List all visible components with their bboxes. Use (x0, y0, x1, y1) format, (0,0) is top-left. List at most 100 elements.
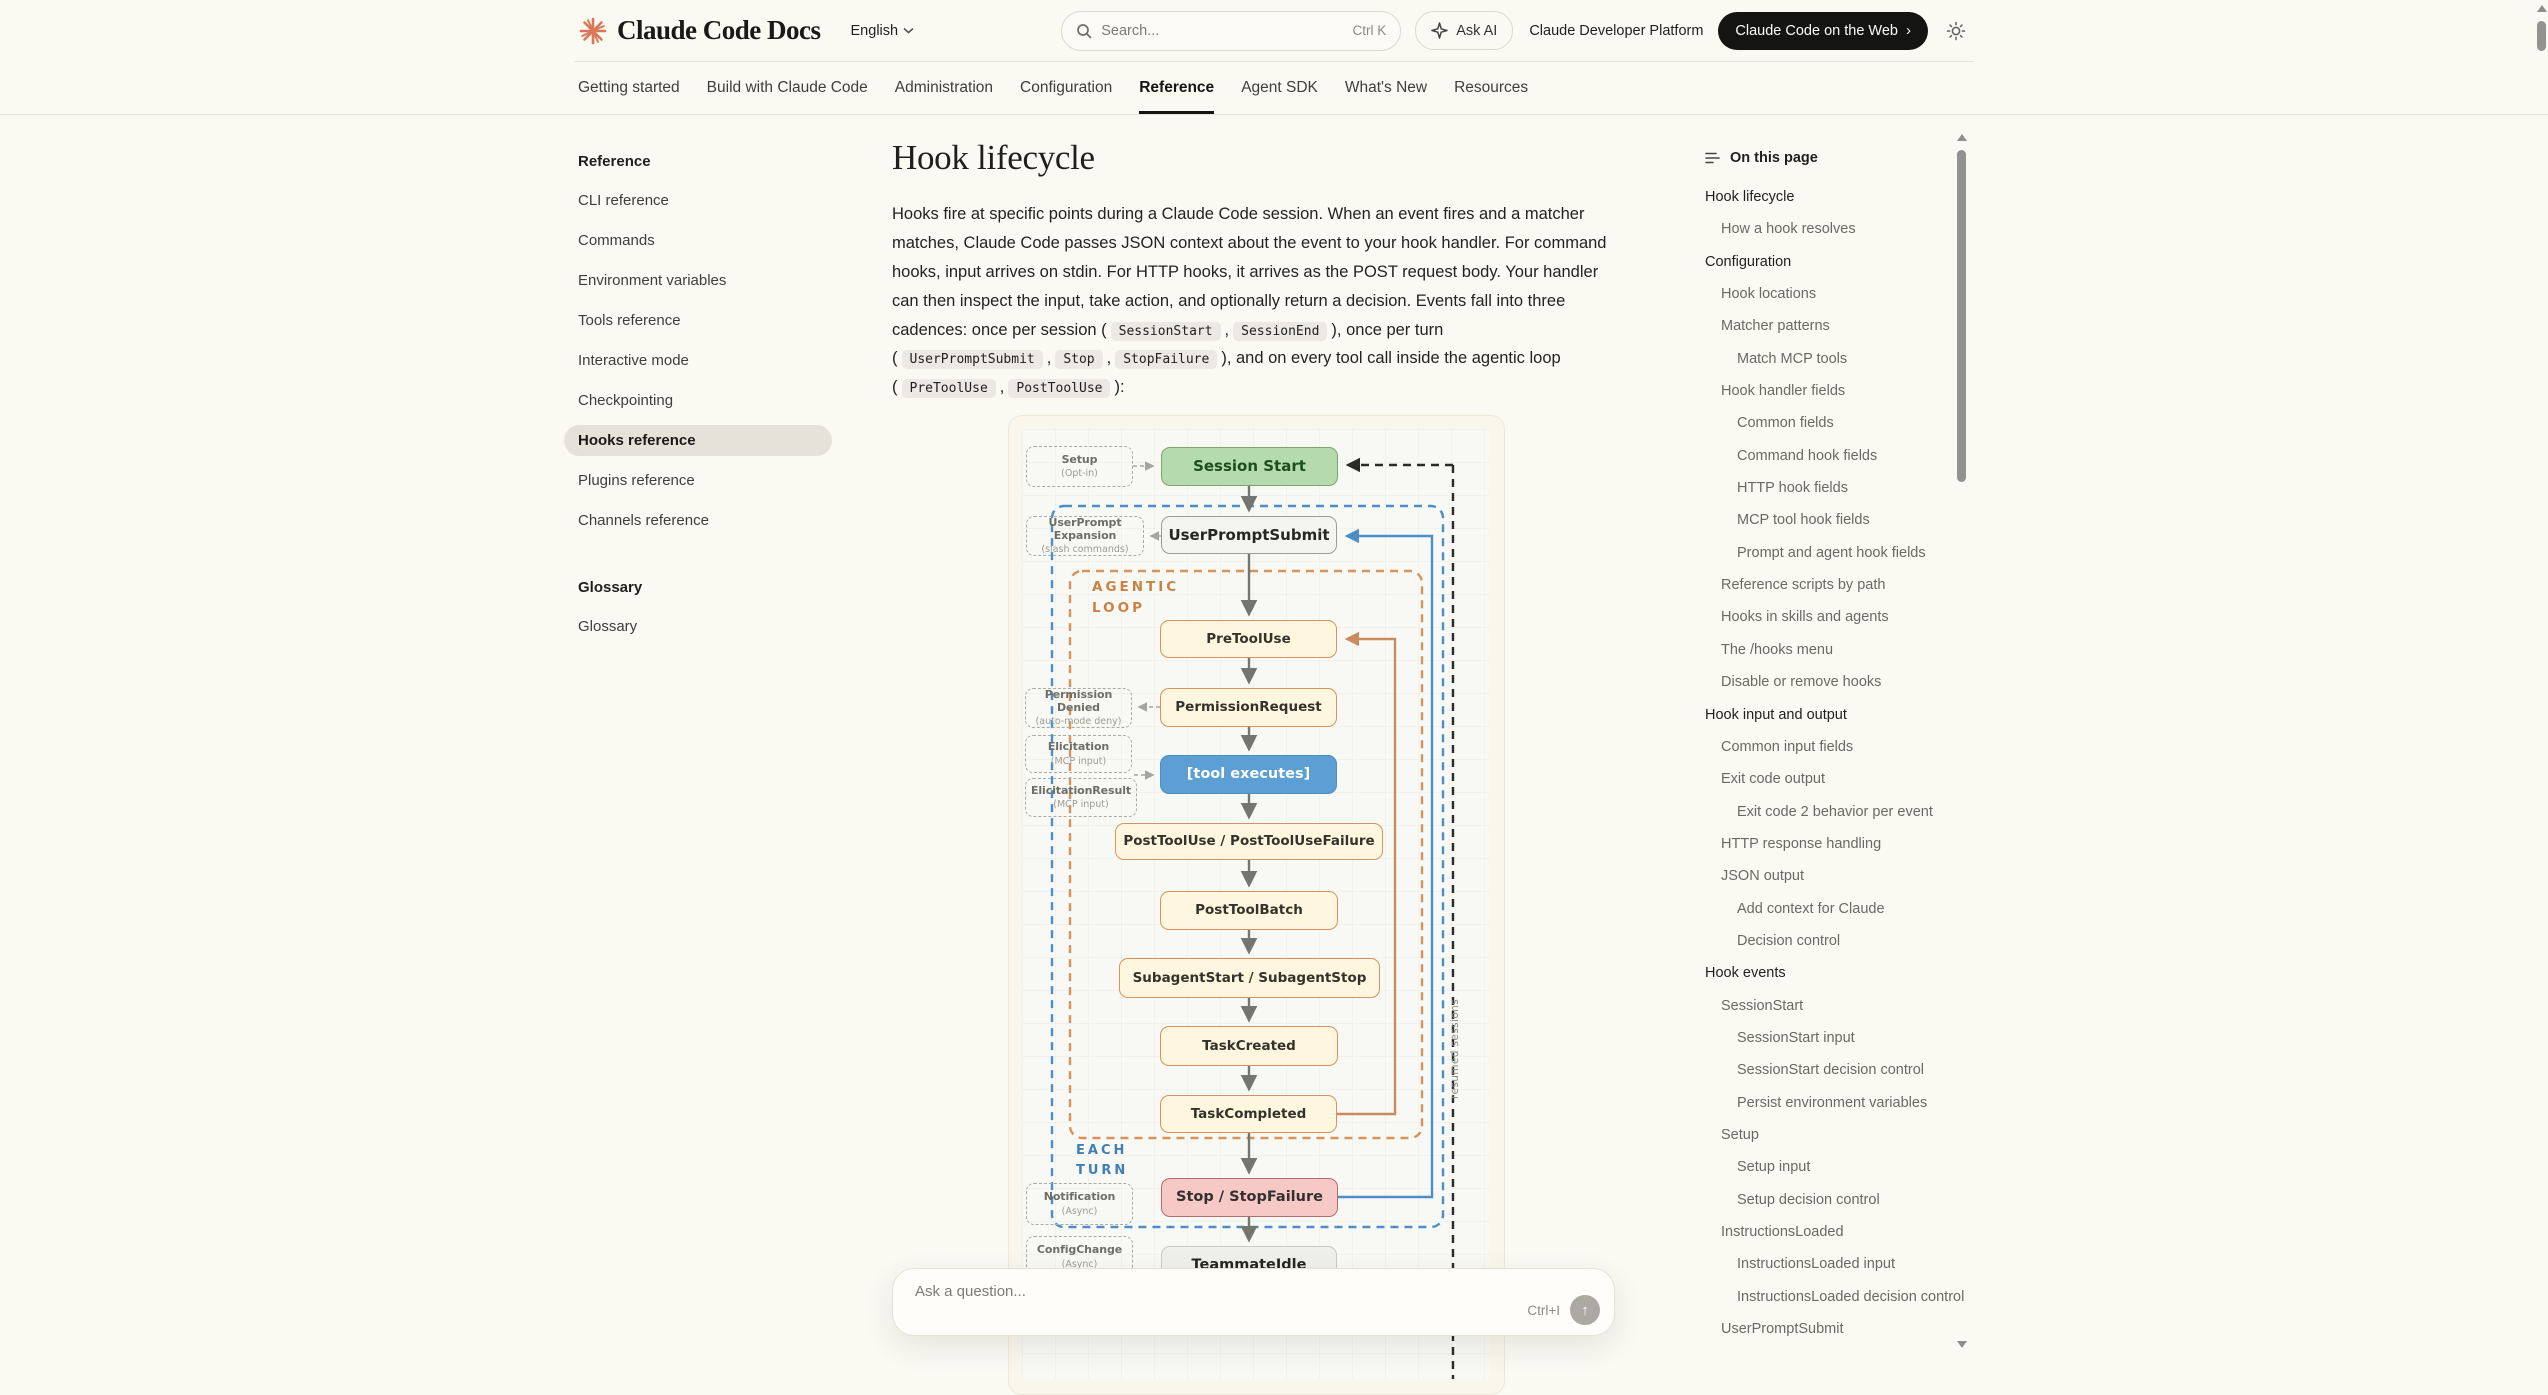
sidebar-item-channels-reference[interactable]: Channels reference (578, 512, 709, 529)
sun-icon (1946, 21, 1966, 41)
inline-code: UserPromptSubmit (901, 350, 1043, 370)
toc-item-common-fields[interactable]: Common fields (1737, 415, 1834, 432)
toc-item-configuration[interactable]: Configuration (1705, 253, 1792, 270)
window-scrollbar[interactable] (2537, 0, 2547, 1356)
sidebar-item-environment-variables[interactable]: Environment variables (578, 272, 727, 289)
language-label: English (850, 22, 899, 39)
toc-item-the-hooks-menu[interactable]: The /hooks menu (1721, 641, 1834, 658)
toc-item-exit-code-2-behavior-per-event[interactable]: Exit code 2 behavior per event (1737, 803, 1933, 820)
diagram-node-permission-request: PermissionRequest (1160, 688, 1337, 727)
toc-item-instructionsloaded[interactable]: InstructionsLoaded (1721, 1224, 1844, 1240)
language-selector[interactable]: English (851, 23, 915, 39)
header: Claude Code Docs English Search... Ctrl … (574, 0, 1974, 62)
toc-item-disable-or-remove-hooks[interactable]: Disable or remove hooks (1721, 674, 1882, 691)
toc-item-common-input-fields[interactable]: Common input fields (1721, 738, 1854, 755)
nav-tab-reference[interactable]: Reference (1139, 62, 1215, 114)
sidebar-heading: Glossary (578, 579, 643, 596)
content-scrollbar-thumb[interactable] (1957, 150, 1966, 482)
toc-item-command-hook-fields[interactable]: Command hook fields (1737, 447, 1878, 464)
developer-platform-link[interactable]: Claude Developer Platform (1529, 22, 1704, 39)
ask-shortcut: Ctrl+I (1527, 1302, 1560, 1318)
scroll-down-arrow[interactable] (1957, 1341, 1967, 1348)
nav-tab-agent-sdk[interactable]: Agent SDK (1241, 78, 1318, 96)
search-placeholder: Search... (1101, 22, 1160, 39)
toc-item-prompt-and-agent-hook-fields[interactable]: Prompt and agent hook fields (1737, 544, 1926, 561)
toc-item-exit-code-output[interactable]: Exit code output (1721, 771, 1825, 788)
toc-item-hooks-in-skills-and-agents[interactable]: Hooks in skills and agents (1721, 609, 1889, 626)
each-turn-label: EACH TURN (1076, 1143, 1129, 1179)
main-content: Hook lifecycle Hooks fire at specific po… (892, 138, 1615, 402)
sidebar-item-checkpointing[interactable]: Checkpointing (578, 392, 674, 409)
sidebar-item-plugins-reference[interactable]: Plugins reference (578, 472, 695, 489)
toc-item-instructionsloaded-input[interactable]: InstructionsLoaded input (1737, 1256, 1895, 1273)
submit-question-button[interactable]: ↑ (1570, 1295, 1600, 1325)
sidebar-item-interactive-mode[interactable]: Interactive mode (578, 352, 689, 369)
diagram-note-elicitation-result: ElicitationResult(MCP input) (1025, 778, 1137, 817)
nav-tab-resources[interactable]: Resources (1454, 78, 1529, 96)
diagram-note-notification: Notification(Async) (1026, 1183, 1133, 1225)
toc-item-setup-input[interactable]: Setup input (1737, 1159, 1811, 1176)
home-logo[interactable]: Claude Code Docs (578, 15, 821, 46)
diagram-node-post-tool-batch: PostToolBatch (1160, 891, 1338, 930)
toc-item-hook-handler-fields[interactable]: Hook handler fields (1721, 383, 1846, 400)
theme-toggle-button[interactable] (1946, 21, 1966, 41)
toc-item-decision-control[interactable]: Decision control (1737, 932, 1841, 949)
inline-code: StopFailure (1115, 350, 1218, 370)
nav-tab-getting-started[interactable]: Getting started (578, 78, 680, 96)
diagram-node-session-start: Session Start (1161, 447, 1338, 486)
intro-paragraph: Hooks fire at specific points during a C… (892, 205, 1607, 399)
toc-item-sessionstart-input[interactable]: SessionStart input (1737, 1029, 1855, 1046)
sidebar-item-glossary[interactable]: Glossary (578, 618, 638, 635)
content-scrollbar[interactable] (1957, 130, 1967, 1356)
diagram-node-subagent: SubagentStart / SubagentStop (1119, 958, 1380, 998)
scroll-up-arrow[interactable] (1957, 134, 1967, 141)
inline-code: Stop (1055, 350, 1103, 370)
toc-item-hook-lifecycle[interactable]: Hook lifecycle (1705, 189, 1795, 205)
resumed-sessions-note: resumed sessions (1449, 998, 1461, 1099)
agentic-loop-label: AGENTIC LOOP (1092, 579, 1180, 616)
toc-item-setup[interactable]: Setup (1721, 1126, 1759, 1143)
nav-tab-build-with-claude-code[interactable]: Build with Claude Code (706, 78, 868, 96)
nav-tab-configuration[interactable]: Configuration (1020, 78, 1113, 96)
toc-item-hook-events[interactable]: Hook events (1705, 965, 1786, 982)
toc-item-mcp-tool-hook-fields[interactable]: MCP tool hook fields (1737, 512, 1870, 529)
sidebar-item-hooks-reference[interactable]: Hooks reference (564, 425, 832, 456)
nav-tab-administration[interactable]: Administration (894, 78, 994, 96)
toc-heading: On this page (1705, 150, 1975, 166)
diagram-node-tool-executes: [tool executes] (1160, 755, 1337, 794)
sidebar-item-tools-reference[interactable]: Tools reference (578, 312, 681, 329)
toc-item-sessionstart-decision-control[interactable]: SessionStart decision control (1737, 1062, 1924, 1079)
arrow-up-icon: ↑ (1581, 1301, 1589, 1319)
toc-item-userpromptsubmit[interactable]: UserPromptSubmit (1721, 1321, 1844, 1338)
sidebar-item-cli-reference[interactable]: CLI reference (578, 192, 669, 209)
diagram-note-userprompt-expansion: UserPrompt Expansion(slash commands) (1026, 516, 1144, 556)
toc-item-matcher-patterns[interactable]: Matcher patterns (1721, 318, 1830, 335)
search-input[interactable]: Search... Ctrl K (1061, 10, 1402, 51)
window-scroll-up-arrow[interactable] (2537, 5, 2547, 12)
diagram-node-task-completed: TaskCompleted (1160, 1095, 1337, 1133)
toc-item-how-a-hook-resolves[interactable]: How a hook resolves (1721, 221, 1856, 238)
inline-code: SessionStart (1110, 321, 1221, 341)
sidebar-item-commands[interactable]: Commands (578, 232, 655, 249)
toc-item-match-mcp-tools[interactable]: Match MCP tools (1737, 350, 1848, 367)
toc-item-reference-scripts-by-path[interactable]: Reference scripts by path (1721, 577, 1886, 594)
nav-tab-what-s-new[interactable]: What's New (1344, 78, 1428, 96)
toc-item-persist-environment-variables[interactable]: Persist environment variables (1737, 1094, 1928, 1111)
toc-item-setup-decision-control[interactable]: Setup decision control (1737, 1191, 1880, 1208)
toc-item-add-context-for-claude[interactable]: Add context for Claude (1737, 900, 1885, 917)
ask-ai-button[interactable]: Ask AI (1415, 11, 1514, 50)
toc-icon (1705, 152, 1720, 164)
ask-question-input[interactable]: Ask a question... Ctrl+I ↑ (892, 1268, 1615, 1336)
claude-code-web-button[interactable]: Claude Code on the Web › (1718, 11, 1928, 50)
toc-item-json-output[interactable]: JSON output (1721, 868, 1805, 885)
toc-item-hook-locations[interactable]: Hook locations (1721, 286, 1817, 303)
toc-item-sessionstart[interactable]: SessionStart (1721, 997, 1804, 1014)
toc-item-http-response-handling[interactable]: HTTP response handling (1721, 835, 1882, 852)
toc-item-http-hook-fields[interactable]: HTTP hook fields (1737, 480, 1848, 497)
chevron-right-icon: › (1906, 22, 1911, 39)
toc-item-instructionsloaded-decision-control[interactable]: InstructionsLoaded decision control (1737, 1288, 1965, 1305)
window-scrollbar-thumb[interactable] (2537, 21, 2546, 51)
toc-item-hook-input-and-output[interactable]: Hook input and output (1705, 706, 1847, 723)
